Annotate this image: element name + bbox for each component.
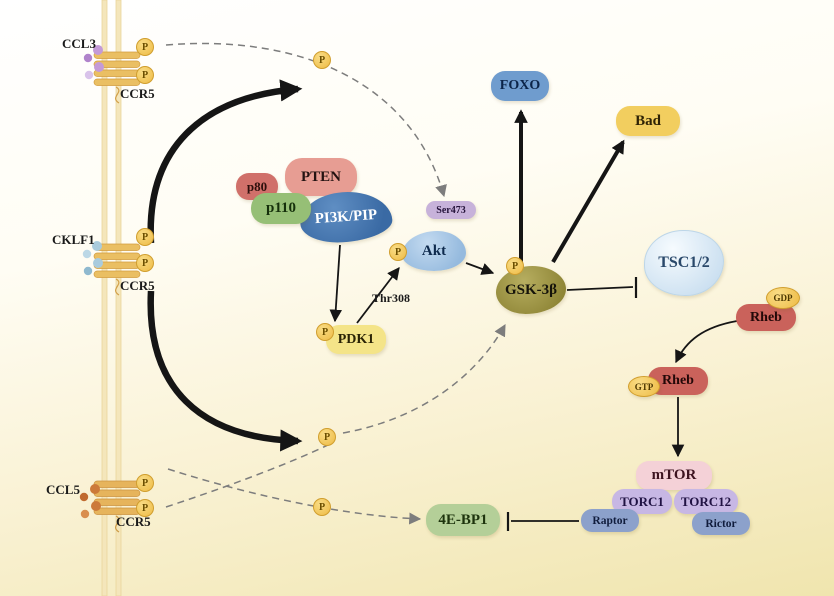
node-raptor: Raptor [581, 509, 639, 532]
arrow-gsk3b-to-bad [551, 139, 625, 264]
phospho-ccr5-top-2: P [136, 66, 154, 84]
arrow-rhebgdp-to-rhebgtp [675, 320, 738, 364]
phospho-gsk3b: P [506, 257, 524, 275]
inhibition-gsk3b-to-tsc12 [566, 286, 634, 291]
receptor-ccr5-middle [93, 243, 141, 296]
receptor-label-ccr5-top: CCR5 [120, 86, 155, 101]
node-tsc12: TSC1/2 [644, 230, 724, 296]
node-rheb-gtp: Rheb [648, 367, 708, 395]
ligand-label-ccl3: CCL3 [62, 36, 96, 51]
node-foxo: FOXO [491, 71, 549, 101]
receptor-label-ccr5-middle: CCR5 [120, 278, 155, 293]
dashed-arrow-ccl3-to-ser473 [165, 42, 447, 198]
node-gtp: GTP [628, 376, 660, 397]
node-4e-bp1: 4E-BP1 [426, 504, 500, 536]
arrow-pdk1-to-akt [356, 266, 400, 324]
node-akt: Akt [402, 231, 466, 271]
receptor-ccr5-bottom [93, 480, 141, 533]
arrow-pi3k-to-pdk1 [329, 244, 343, 323]
dashed-arrow-ccl5-to-4ebp1 [167, 468, 422, 525]
phospho-ccr5-bottom-1: P [136, 474, 154, 492]
ligand-ccl3-dots [83, 45, 104, 80]
phospho-floating-middle: P [318, 428, 336, 446]
ligand-label-cklf1: CKLF1 [52, 232, 95, 247]
phospho-floating-top: P [313, 51, 331, 69]
receptor-label-ccr5-bottom: CCR5 [116, 514, 151, 529]
receptor-ccr5-top [93, 51, 141, 104]
phospho-ccr5-bottom-2: P [136, 499, 154, 517]
phospho-pdk1: P [316, 323, 334, 341]
node-p110: p110 [251, 193, 311, 224]
node-rictor: Rictor [692, 512, 750, 535]
dashed-arrow-phospho-to-gsk3b [342, 323, 506, 434]
cell-membrane [101, 0, 122, 596]
node-gdp: GDP [766, 287, 800, 309]
arrow-akt-to-gsk3b [465, 262, 495, 275]
phospho-ccr5-middle-2: P [136, 254, 154, 272]
node-ser473: Ser473 [426, 201, 476, 219]
thick-arrow-ccr5-down [147, 290, 303, 452]
phospho-ccr5-middle-1: P [136, 228, 154, 246]
thick-arrow-ccr5-up [147, 79, 303, 244]
label-thr308: Thr308 [372, 291, 411, 305]
node-mtor: mTOR [636, 461, 712, 490]
phospho-ccr5-top-1: P [136, 38, 154, 56]
phospho-akt: P [389, 243, 407, 261]
node-pdk1: PDK1 [326, 325, 386, 354]
ligand-cklf1-dots [82, 241, 103, 276]
node-gsk3b: GSK-3β [496, 266, 566, 314]
dashed-line-ccl5-to-phospho [165, 442, 333, 508]
node-bad: Bad [616, 106, 680, 136]
phospho-floating-bottom: P [313, 498, 331, 516]
node-torc12: TORC12 [674, 489, 738, 514]
ligand-label-ccl5: CCL5 [46, 482, 80, 497]
node-pten: PTEN [285, 158, 357, 196]
ligand-ccl5-dots [79, 484, 101, 519]
